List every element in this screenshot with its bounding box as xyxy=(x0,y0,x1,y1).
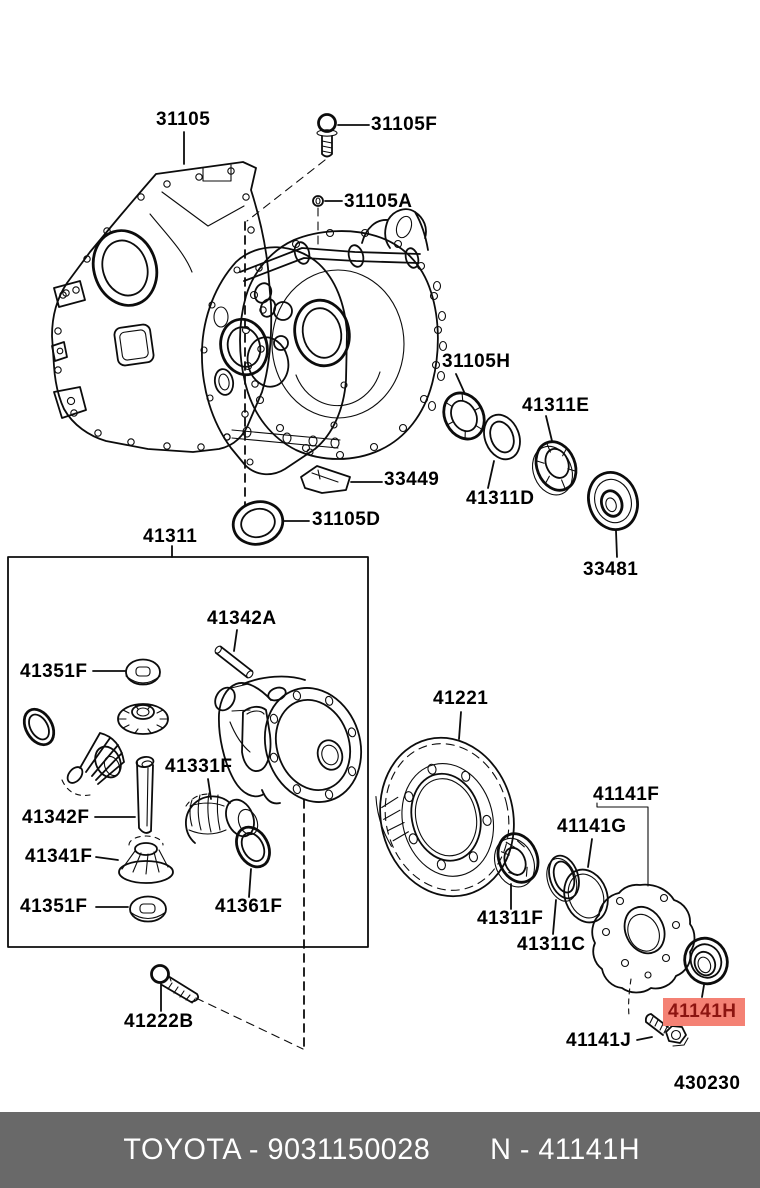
part-label-41311f: 41311F xyxy=(477,908,544,929)
differential-subassembly-box xyxy=(7,556,369,948)
dash-retainer xyxy=(628,978,632,1017)
part-label-31105a: 31105A xyxy=(344,191,413,212)
seal-31105d-drawing xyxy=(231,500,285,546)
leader-41221 xyxy=(458,711,462,740)
bolt-31105a-drawing xyxy=(312,195,324,207)
washer-41311c-drawing xyxy=(546,854,580,902)
part-label-31105f: 31105F xyxy=(371,114,438,135)
leader-41141f xyxy=(596,802,649,887)
dash-41222b xyxy=(195,997,304,1050)
leader-41141h xyxy=(701,984,705,998)
part-label-41311: 41311 xyxy=(143,526,198,547)
ring-gear-41221-drawing xyxy=(375,736,515,898)
clutch-housing-drawing xyxy=(51,161,273,453)
part-label-41361f: 41361F xyxy=(215,896,283,917)
part-label-31105: 31105 xyxy=(156,109,211,130)
part-label-41141f: 41141F xyxy=(593,784,660,805)
leader-41331f xyxy=(207,778,212,800)
part-label-41311d: 41311D xyxy=(466,488,535,509)
pin-41342a-drawing xyxy=(214,645,254,679)
seal-41141h-drawing xyxy=(683,936,729,986)
bolt-41222b-drawing xyxy=(150,964,200,1004)
part-label-41331f: 41331F xyxy=(165,756,233,777)
leader-31105h xyxy=(455,373,466,395)
washer-41351f-lower-drawing xyxy=(129,895,167,923)
bolt-41141j-drawing xyxy=(644,1013,689,1047)
bearing-41311e-drawing xyxy=(531,440,578,496)
shaft-41342f-drawing xyxy=(135,756,155,834)
part-label-41311c: 41311C xyxy=(517,934,586,955)
drawing-number: 430230 xyxy=(674,1073,741,1094)
leader-41141j xyxy=(636,1036,653,1041)
bolt-31105f-drawing xyxy=(316,113,338,158)
side-gear-41341f-drawing xyxy=(118,835,174,884)
leader-41311e xyxy=(545,415,553,442)
pinion-41331f-drawing xyxy=(185,792,259,844)
part-label-41141j: 41141J xyxy=(566,1030,632,1051)
bracket-33449-drawing xyxy=(300,465,351,494)
pinion-gear-top-drawing xyxy=(117,703,169,735)
footer-catalog-code: TOYOTA - 9031150028 xyxy=(123,1133,431,1166)
transaxle-case-drawing xyxy=(239,208,448,460)
part-label-41342a: 41342A xyxy=(207,608,277,629)
ring-41361f-drawing xyxy=(235,825,271,869)
footer-part-reference: N - 41141H xyxy=(489,1133,640,1166)
leader-41342a xyxy=(233,629,238,652)
side-gear-cluster-drawing xyxy=(61,732,125,796)
dash-31105f xyxy=(246,159,326,222)
part-label-33481: 33481 xyxy=(583,559,639,580)
bearing-41311f-drawing xyxy=(493,832,540,888)
leader-41311d xyxy=(487,460,495,489)
leader-41141g xyxy=(587,838,593,868)
leader-41311c xyxy=(552,899,557,935)
part-label-41222b: 41222B xyxy=(124,1011,194,1032)
seal-31105h-drawing xyxy=(442,391,486,441)
leader-41361f xyxy=(248,868,252,898)
leader-33481 xyxy=(615,530,618,558)
part-label-31105h: 31105H xyxy=(442,351,511,372)
ring-41311d-drawing xyxy=(483,413,521,461)
oring-41141g-drawing xyxy=(563,868,609,924)
part-label-33449: 33449 xyxy=(384,469,440,490)
part-label-31105d: 31105D xyxy=(312,509,381,530)
part-label-41341f: 41341F xyxy=(25,846,93,867)
thrust-ring-drawing xyxy=(22,707,56,747)
bearing-retainer-drawing xyxy=(591,883,696,994)
part-label-41351f-lower: 41351F xyxy=(20,896,88,917)
part-label-41351f-upper: 41351F xyxy=(20,661,88,682)
part-label-41141g: 41141G xyxy=(557,816,627,837)
part-label-41141h-highlighted: 41141H xyxy=(663,998,745,1026)
seal-33481-drawing xyxy=(587,471,639,531)
footer-bar: TOYOTA - 9031150028 N - 41141H xyxy=(0,1112,760,1188)
leader-41341f xyxy=(95,856,119,861)
differential-case-drawing xyxy=(214,675,363,805)
washer-41351f-upper-drawing xyxy=(125,658,161,686)
part-label-41342f: 41342F xyxy=(22,807,90,828)
part-label-41311e: 41311E xyxy=(522,395,590,416)
part-label-41221: 41221 xyxy=(433,688,489,709)
